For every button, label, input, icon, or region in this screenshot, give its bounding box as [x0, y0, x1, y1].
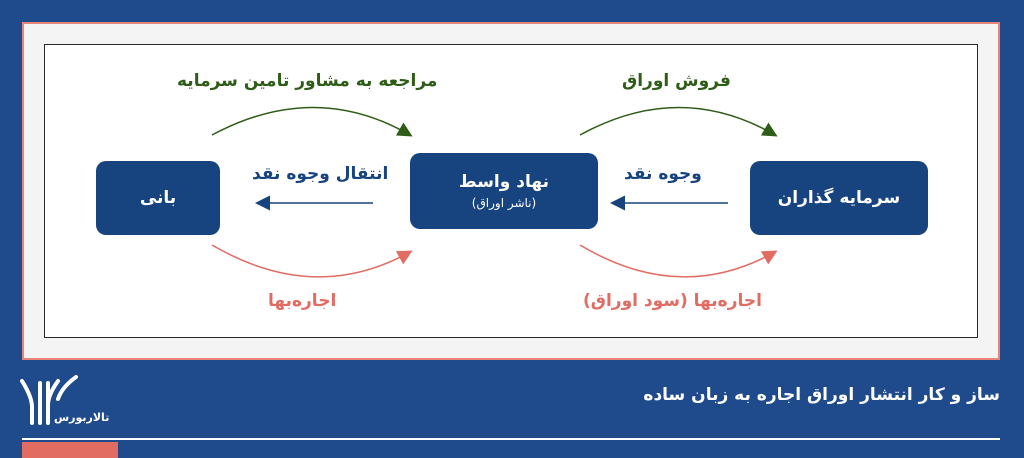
footer-divider: [22, 438, 1000, 440]
node-investors: سرمایه گذاران: [750, 161, 928, 235]
node-nahad-subtitle: (ناشر اوراق): [471, 196, 537, 210]
arrow-rent-right: [579, 244, 778, 278]
label-cash: وجوه نقد: [624, 164, 702, 184]
arrow-sell: [579, 106, 778, 137]
label-transfer-cash: انتقال وجوه نقد: [252, 164, 389, 184]
node-nahad-vaset: نهاد واسط (ناشر اوراق): [410, 153, 598, 229]
footer-caption: ساز و کار انتشار اوراق اجاره به زبان ساد…: [643, 385, 1000, 405]
label-consult: مراجعه به مشاور تامین سرمایه: [177, 71, 438, 91]
label-rent-right: اجاره‌بها (سود اوراق): [583, 291, 762, 311]
logo-text: تالاربورس: [54, 411, 110, 424]
node-nahad-title: نهاد واسط: [459, 172, 549, 192]
label-sell: فروش اوراق: [622, 71, 731, 91]
talarbourse-logo-icon: [20, 375, 78, 425]
arrow-consult: [211, 106, 413, 137]
label-rent-left: اجاره‌بها: [268, 291, 337, 311]
node-bani-label: بانی: [139, 188, 177, 208]
footer-accent-bar: [22, 442, 118, 458]
arrow-rent-left: [211, 244, 413, 278]
node-bani: بانی: [96, 161, 220, 235]
node-investors-label: سرمایه گذاران: [777, 188, 901, 208]
